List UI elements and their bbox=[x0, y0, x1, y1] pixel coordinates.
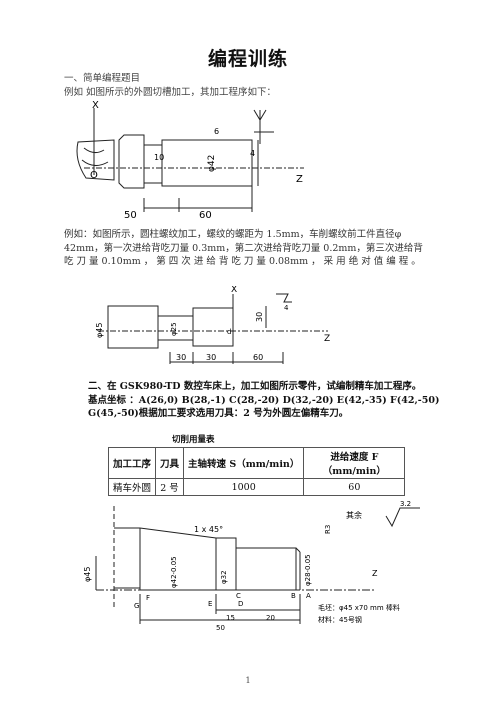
fig1-dia-label: φ42 bbox=[207, 155, 217, 172]
fig3-dia42: φ42-0.05 bbox=[170, 556, 178, 588]
fig3-pt-g: G bbox=[134, 602, 139, 610]
section-1-heading: 一、简单编程题目 bbox=[64, 73, 141, 84]
fig3-note-blank: 毛坯：φ45 x70 mm 棒料 bbox=[318, 603, 400, 612]
fig1-dim-50: 50 bbox=[124, 210, 137, 220]
fig3-pt-a: A bbox=[306, 592, 311, 600]
fig1-o-label: O bbox=[90, 170, 98, 181]
fig3-ra: 3.2 bbox=[400, 500, 411, 508]
header-feed-rate: 进给速度 F（mm/min） bbox=[303, 447, 406, 479]
fig3-rough-other: 其余 bbox=[346, 510, 362, 520]
page-number: 1 bbox=[245, 676, 251, 685]
figure-groove-part: X Z O 50 60 φ42 10 6 4 bbox=[76, 100, 304, 220]
example-1-text: 例如 如图所示的外圆切槽加工，其加工程序如下： bbox=[64, 87, 277, 98]
fig1-dim-4: 4 bbox=[250, 149, 255, 158]
fig2-dim-v30: 30 bbox=[255, 312, 264, 322]
table-caption: 切削用量表 bbox=[172, 435, 215, 445]
figure-finish-turning-part: 1 x 45° 其余 3.2 R3 φ45 φ42-0.05 φ32 φ28-0… bbox=[83, 500, 420, 632]
fig1-dim-6: 6 bbox=[214, 127, 219, 136]
fig3-note-material: 材料：45号钢 bbox=[318, 615, 362, 624]
example-2-text: 例如：如图所示，圆柱螺纹加工，螺纹的螺距为 1.5mm，车削螺纹前工件直径φ 4… bbox=[64, 229, 423, 267]
fig3-pt-f: F bbox=[146, 594, 150, 602]
fig2-dia-d: d bbox=[227, 328, 231, 336]
fig2-dim-v4: 4 bbox=[284, 304, 289, 312]
fig2-z-label: Z bbox=[324, 334, 330, 344]
page-title: 编程训练 bbox=[207, 48, 288, 70]
fig3-dia32: φ32 bbox=[220, 570, 228, 584]
fig3-dim-50: 50 bbox=[216, 624, 225, 632]
section-2-text: 二、在 GSK980-TD 数控车床上，加工如图所示零件，试编制精车加工程序。 … bbox=[88, 381, 440, 419]
fig3-dia28: φ28-0.05 bbox=[304, 554, 312, 586]
fig3-pt-b: B bbox=[291, 592, 296, 600]
fig2-dia45: φ45 bbox=[95, 323, 104, 338]
figure-thread-part: X Z 30 30 60 30 4 φ45 φ25 d bbox=[95, 286, 330, 364]
header-tool: 刀具 bbox=[155, 447, 185, 479]
cutting-parameters-table: 加工工序 刀具 主轴转速 S（mm/min） 进给速度 F（mm/min） 精车… bbox=[107, 447, 406, 496]
fig3-pt-c: C bbox=[236, 592, 241, 600]
table-row: 精车外圆 2 号 1000 60 bbox=[107, 478, 406, 496]
table-header-row: 加工工序 刀具 主轴转速 S（mm/min） 进给速度 F（mm/min） bbox=[107, 447, 406, 479]
header-spindle-speed: 主轴转速 S（mm/min） bbox=[183, 447, 305, 479]
fig1-z-label: Z bbox=[296, 174, 303, 185]
fig2-dim-30b: 30 bbox=[206, 353, 216, 362]
fig1-dim-10: 10 bbox=[154, 153, 164, 162]
fig3-pt-e: E bbox=[208, 600, 212, 608]
fig3-r3: R3 bbox=[324, 525, 332, 534]
fig3-dia45: φ45 bbox=[83, 567, 92, 582]
fig1-dim-60: 60 bbox=[199, 210, 212, 220]
fig2-dim-60: 60 bbox=[253, 353, 263, 362]
fig3-dim-15: 15 bbox=[226, 614, 235, 622]
fig2-x-label: X bbox=[231, 286, 237, 295]
header-process: 加工工序 bbox=[107, 447, 157, 479]
fig1-x-label: X bbox=[92, 100, 99, 111]
fig2-dia25: φ25 bbox=[170, 322, 178, 336]
fig3-pt-d: D bbox=[238, 600, 243, 608]
fig3-dim-20: 20 bbox=[266, 614, 275, 622]
fig3-chamfer: 1 x 45° bbox=[194, 525, 223, 534]
fig2-dim-30a: 30 bbox=[176, 353, 186, 362]
fig3-z-label: Z bbox=[372, 569, 378, 578]
